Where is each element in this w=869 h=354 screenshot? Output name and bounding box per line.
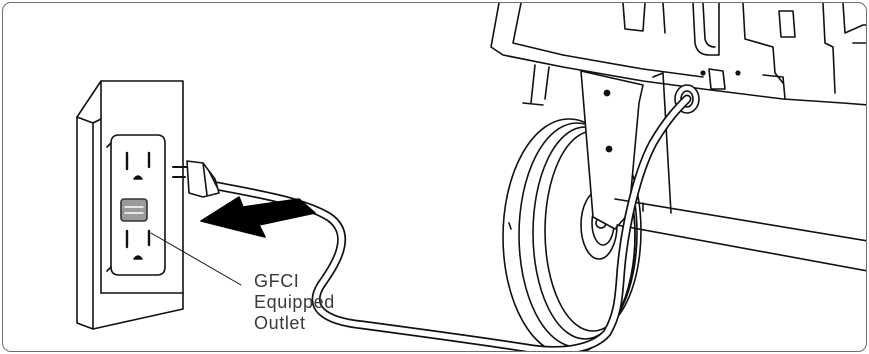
wall-outlet: [76, 80, 242, 330]
gfci-reset-button: [120, 198, 148, 222]
machine-body: [490, 3, 866, 106]
callout-line-3: Outlet: [254, 313, 306, 333]
illustration-canvas: [76, 3, 866, 351]
callout-line-1: GFCI: [254, 271, 300, 291]
callout-line-2: Equipped: [254, 292, 335, 312]
gfci-callout-label: GFCI Equipped Outlet: [254, 271, 335, 334]
power-cord: [212, 94, 692, 351]
insert-arrow: [200, 196, 316, 238]
power-plug: [172, 160, 220, 198]
